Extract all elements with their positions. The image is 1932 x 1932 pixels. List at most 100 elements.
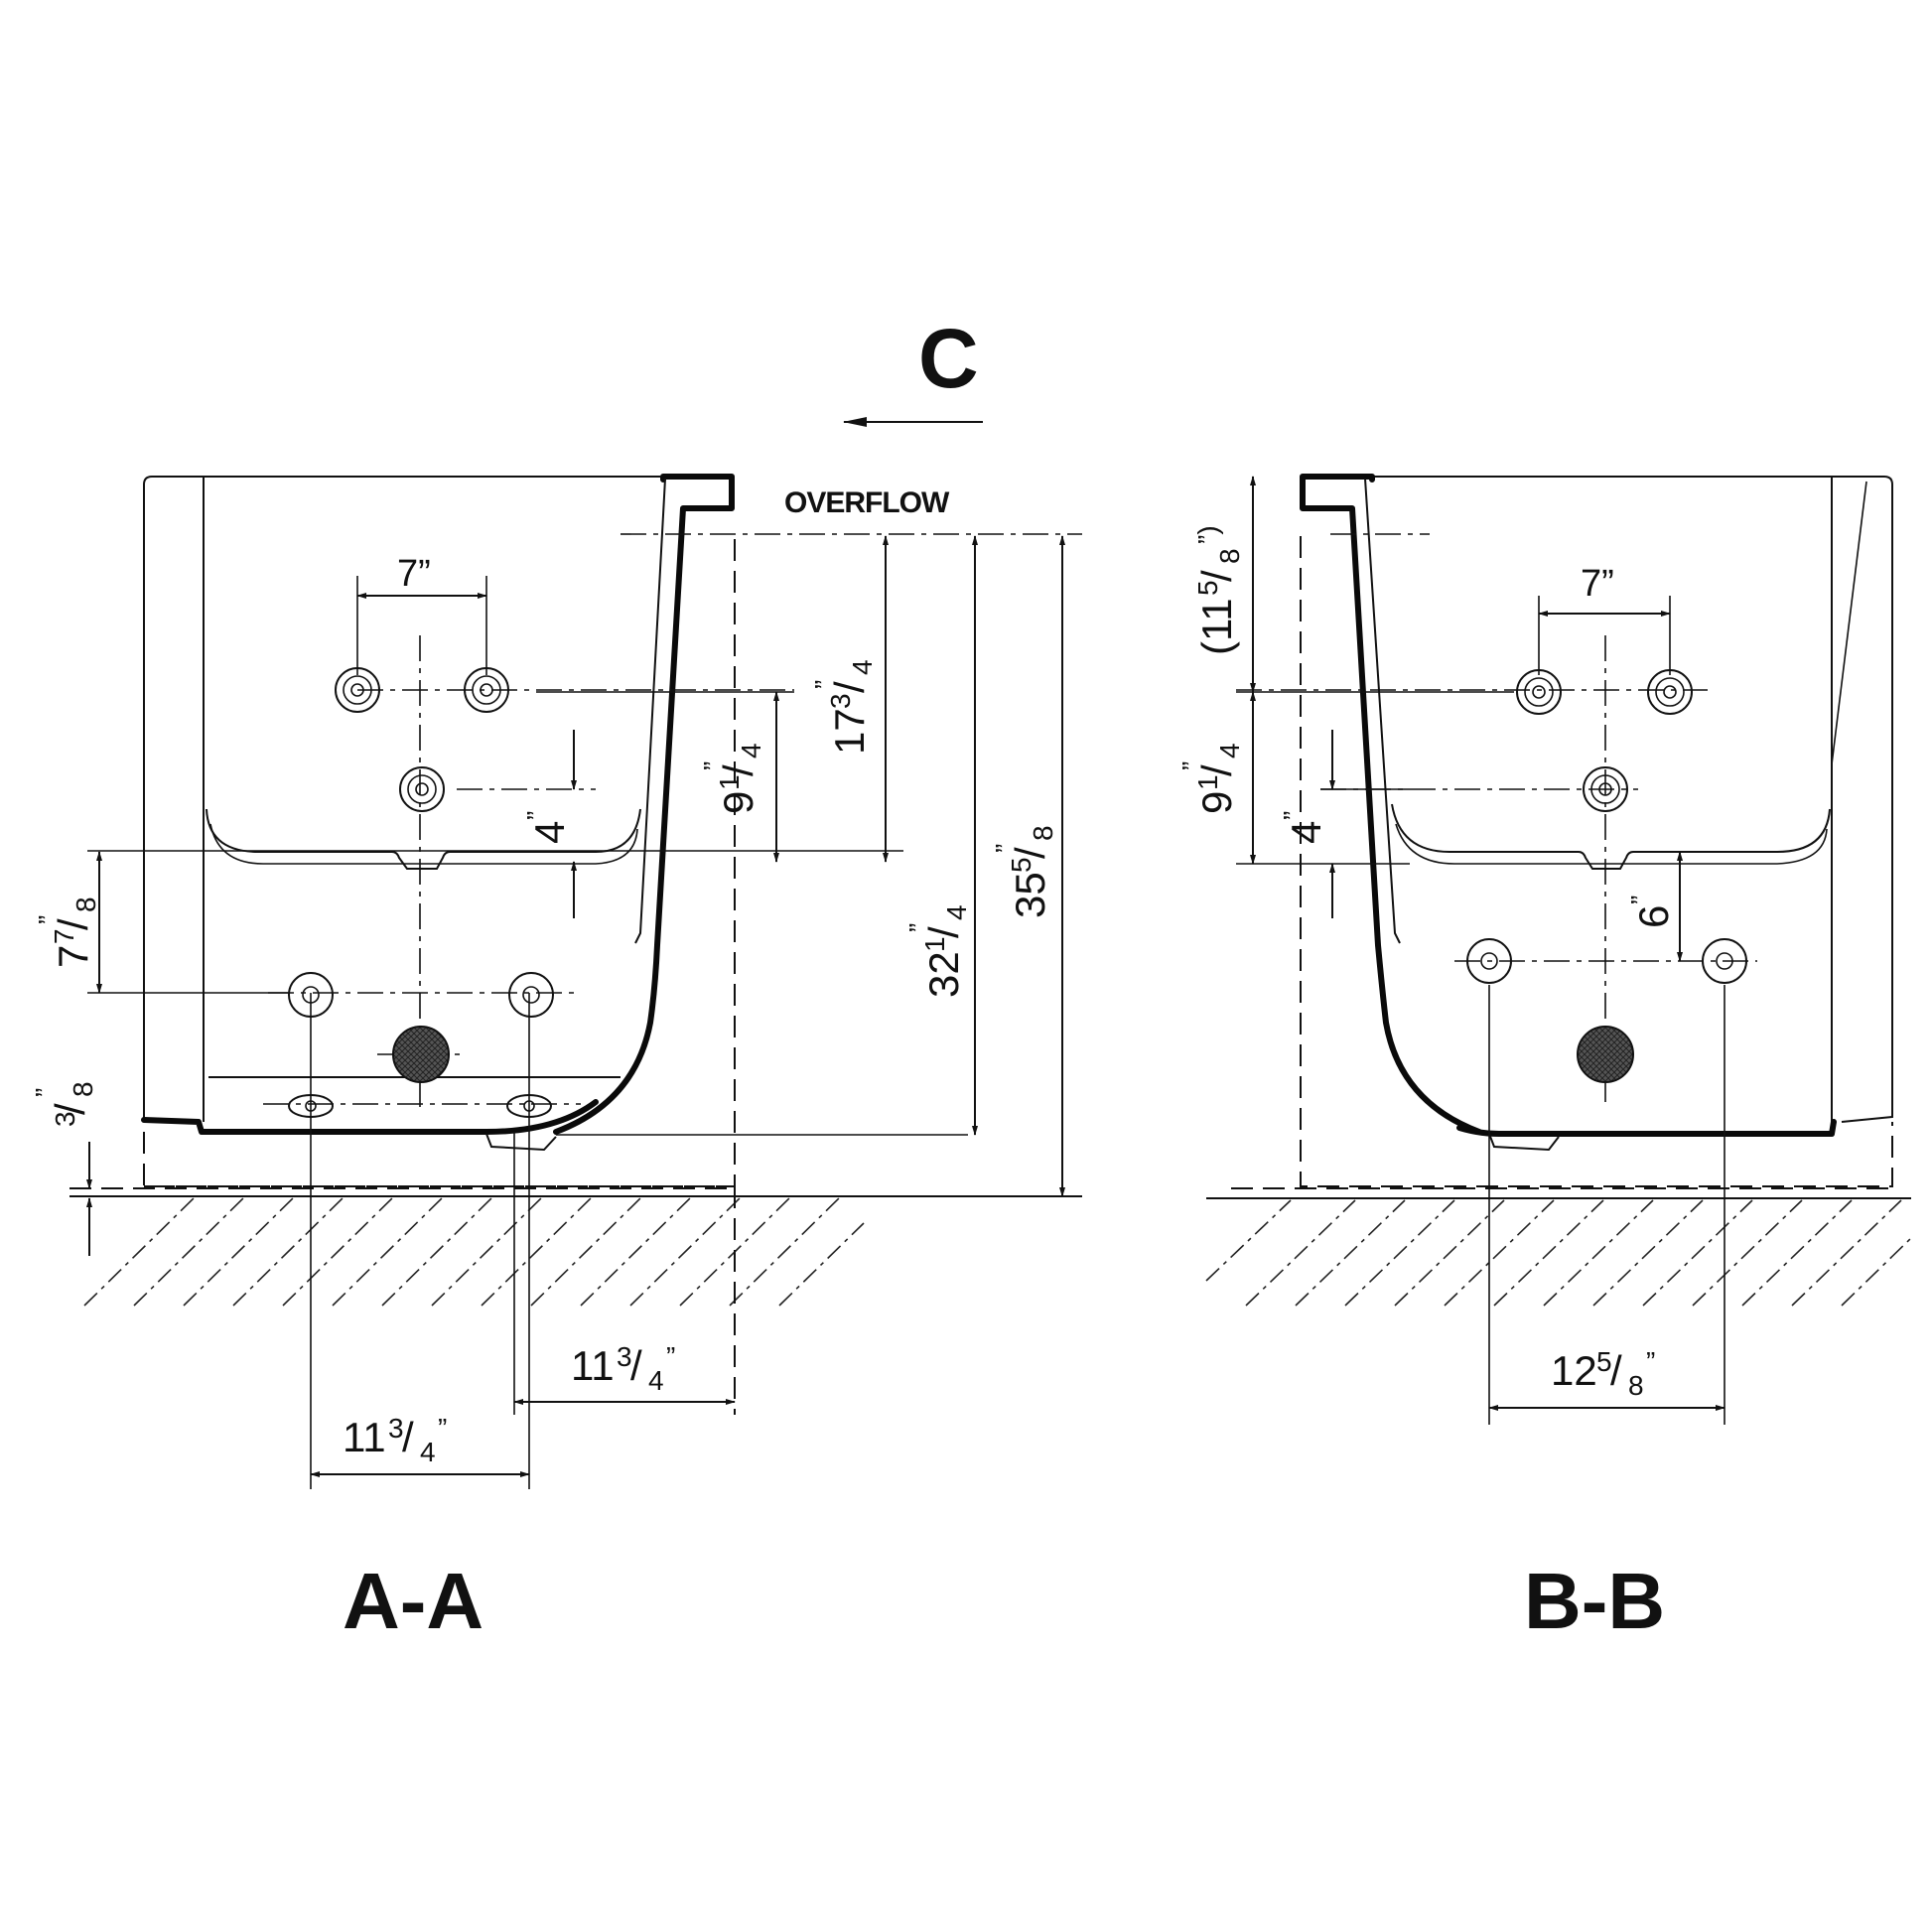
tub-outer-shell-a <box>143 476 660 1120</box>
svg-text:3: 3 <box>388 1413 404 1444</box>
drain-b <box>1577 1026 1634 1083</box>
svg-text:8: 8 <box>1214 548 1245 564</box>
dim-drain-offset-left-a: 11 3 / 4 ” <box>343 1413 447 1467</box>
svg-text:8: 8 <box>68 1081 98 1097</box>
floor-hatch-b <box>1205 1199 1912 1307</box>
svg-text:11: 11 <box>343 1414 386 1460</box>
svg-text:5: 5 <box>1596 1346 1612 1377</box>
svg-text:5: 5 <box>1006 857 1036 873</box>
dim-low-jet-spacing-b: 12 5 / 8 ” <box>1551 1346 1655 1401</box>
dim-jet-lower-b: 4 ” <box>1278 811 1329 844</box>
dim-overflow-to-jets-a: 17 3 / 4 ” <box>809 659 878 755</box>
jet-b-3 <box>1583 766 1628 812</box>
svg-text:9: 9 <box>1193 791 1240 814</box>
svg-text:”: ” <box>990 844 1021 853</box>
svg-text:4: 4 <box>736 743 766 759</box>
dim-total-height-a: 35 5 / 8 ” <box>990 825 1058 918</box>
jet-a-5 <box>508 972 554 1018</box>
section-label-a-a: A-A <box>343 1557 483 1645</box>
jet-b-2 <box>1647 669 1693 715</box>
svg-text:35: 35 <box>1007 872 1053 918</box>
svg-text:6: 6 <box>1630 905 1677 928</box>
svg-text:”: ” <box>903 923 934 932</box>
svg-text:7: 7 <box>50 945 96 968</box>
seat-step-b <box>1391 803 1831 870</box>
tub-outer-shell-b <box>1370 476 1893 1123</box>
svg-text:1: 1 <box>714 774 745 790</box>
dim-jets-to-seat-b: 9 1 / 4 ” <box>1176 743 1245 814</box>
svg-text:/: / <box>715 764 761 776</box>
svg-text:12: 12 <box>1551 1347 1597 1394</box>
jet-b-5 <box>1702 938 1747 984</box>
svg-text:17: 17 <box>826 708 873 755</box>
svg-text:11: 11 <box>1193 598 1240 641</box>
dim-jet-spacing-a: 7” <box>397 553 431 595</box>
svg-text:1: 1 <box>919 936 950 952</box>
tub-bottom-a <box>141 1099 599 1135</box>
svg-text:”: ” <box>1625 896 1656 904</box>
drain-a <box>392 1026 450 1083</box>
base-outline-a <box>143 536 736 1187</box>
dim-jet-lower-a: 4 ” <box>521 811 573 844</box>
svg-text:/: / <box>402 1414 414 1460</box>
svg-text:”: ” <box>698 761 729 770</box>
svg-text:/: / <box>1610 1347 1622 1394</box>
svg-text:3: 3 <box>825 693 856 709</box>
inner-wall-b <box>1300 474 1482 1135</box>
tub-bottom-b <box>1456 1119 1837 1137</box>
svg-text:”: ” <box>521 811 552 820</box>
svg-text:/: / <box>920 926 967 938</box>
svg-text:3: 3 <box>617 1341 632 1372</box>
svg-text:4: 4 <box>1214 743 1245 759</box>
dim-drain-offset-right-a: 11 3 / 4 ” <box>571 1341 675 1396</box>
svg-text:(: ( <box>1193 641 1240 655</box>
dim-foot-clearance-a: 3 / 8 ” <box>30 1081 98 1127</box>
svg-text:/: / <box>1193 764 1240 776</box>
svg-text:”: ” <box>666 1341 675 1372</box>
svg-text:/: / <box>630 1342 642 1389</box>
svg-text:”): ”) <box>1192 525 1223 544</box>
dim-seat-to-low-jets-b: 6 ” <box>1625 896 1677 928</box>
dim-seat-to-low-jets-a: 7 7 / 8 ” <box>33 897 101 968</box>
svg-text:9: 9 <box>715 791 761 814</box>
jet-b-4 <box>1466 938 1512 984</box>
svg-text:/: / <box>1007 847 1053 859</box>
section-b-b: 7” ( 11 5 / 8 ”) 9 1 / 4 ” 4 ” 6 <box>1176 474 1912 1645</box>
inner-wall-a <box>553 474 735 1135</box>
svg-text:”: ” <box>33 915 64 924</box>
svg-text:32: 32 <box>920 951 967 998</box>
svg-text:4: 4 <box>1283 821 1329 844</box>
svg-text:”: ” <box>809 680 840 689</box>
svg-text:”: ” <box>1646 1346 1655 1377</box>
svg-text:8: 8 <box>70 897 101 912</box>
section-label-b-b: B-B <box>1524 1557 1665 1645</box>
svg-text:11: 11 <box>571 1342 615 1389</box>
svg-text:/: / <box>50 918 96 930</box>
svg-text:7: 7 <box>49 928 79 944</box>
svg-text:/: / <box>826 681 873 693</box>
svg-text:”: ” <box>1278 811 1309 820</box>
svg-text:”: ” <box>1176 761 1207 770</box>
section-a-a: 7” 17 3 / 4 ” 9 1 / 4 ” 4 ” 7 7 <box>30 474 1082 1645</box>
dim-jet-spacing-b: 7” <box>1581 563 1614 605</box>
dim-jets-to-seat-a: 9 1 / 4 ” <box>698 743 766 814</box>
svg-text:4: 4 <box>526 821 573 844</box>
dim-overflow-height-a: 32 1 / 4 ” <box>903 904 972 998</box>
svg-text:/: / <box>47 1103 93 1115</box>
view-arrow-label: C <box>918 312 979 405</box>
svg-text:5: 5 <box>1192 580 1223 596</box>
dim-rim-to-jets-b: ( 11 5 / 8 ”) <box>1192 525 1245 655</box>
view-arrow-c: C <box>843 312 983 427</box>
svg-text:4: 4 <box>847 659 878 675</box>
jet-a-3 <box>399 766 445 812</box>
svg-text:4: 4 <box>420 1437 436 1467</box>
svg-text:”: ” <box>30 1088 61 1097</box>
svg-text:8: 8 <box>1628 1370 1644 1401</box>
svg-text:1: 1 <box>1192 774 1223 790</box>
svg-text:3: 3 <box>50 1111 80 1127</box>
seat-step-a <box>206 808 641 870</box>
svg-text:”: ” <box>438 1413 447 1444</box>
svg-text:/: / <box>1193 570 1240 582</box>
svg-text:4: 4 <box>941 904 972 920</box>
